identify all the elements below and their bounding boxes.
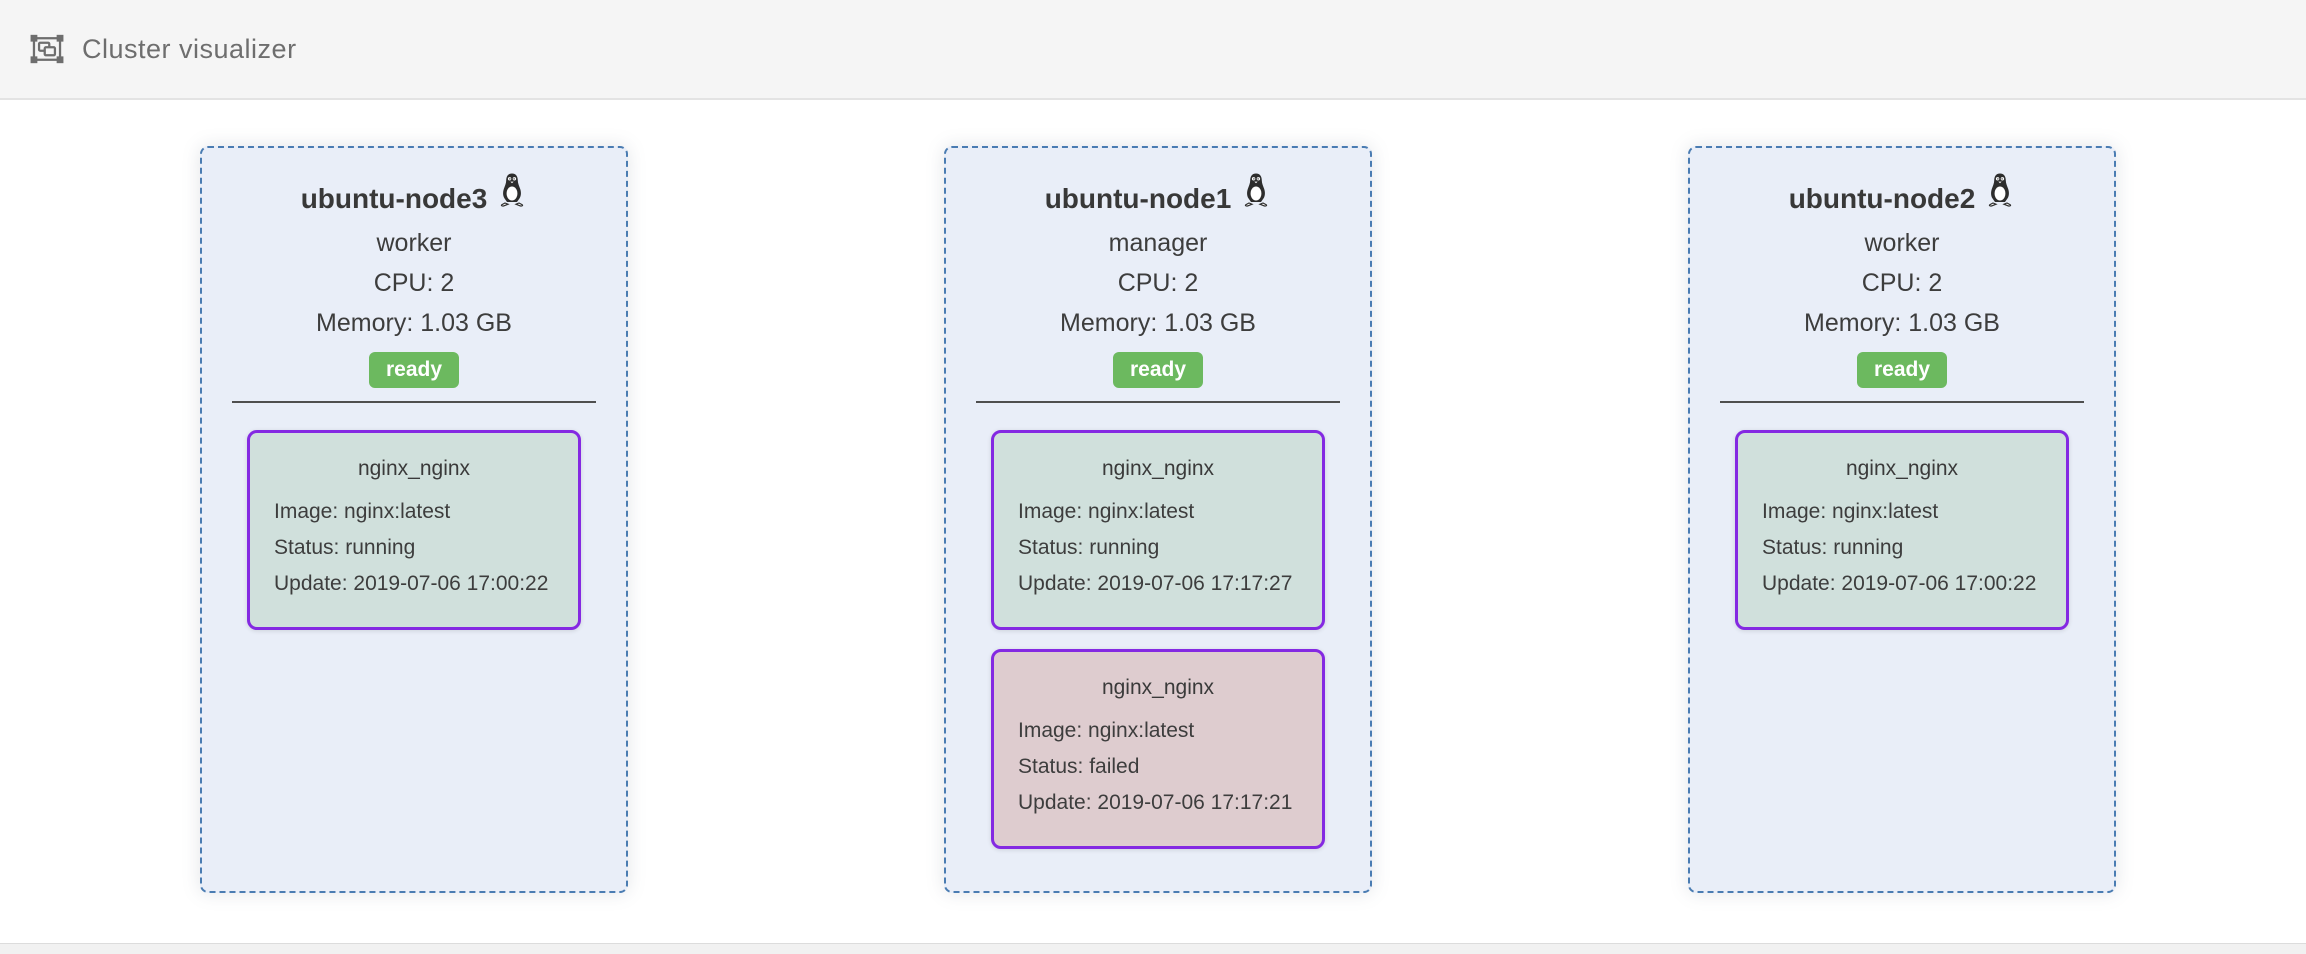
- node-memory-label: Memory: 1.03 GB: [316, 309, 512, 337]
- node-role-label: worker: [1864, 229, 1940, 257]
- node-status-badge: ready: [1856, 352, 1948, 388]
- node-status-badge: ready: [368, 352, 460, 388]
- footer-bar: [0, 943, 2306, 954]
- node-name: ubuntu-node3: [202, 173, 626, 223]
- node-divider: [232, 401, 596, 403]
- node-name: ubuntu-node2: [1690, 173, 2114, 223]
- node-card-ubuntu-node1: ubuntu-node1 manager CPU: 2 Memory: 1.03…: [944, 146, 1372, 893]
- container-list: nginx_nginx Image: nginx:latest Status: …: [1690, 430, 2114, 630]
- container-list: nginx_nginx Image: nginx:latest Status: …: [946, 430, 1370, 849]
- container-update-label: Update: 2019-07-06 17:00:22: [274, 572, 549, 595]
- node-cpu-label: CPU: 2: [1861, 269, 1943, 297]
- container-card: nginx_nginx Image: nginx:latest Status: …: [991, 649, 1325, 849]
- container-status-label: Status: failed: [1018, 755, 1140, 778]
- node-status-badge: ready: [1112, 352, 1204, 388]
- container-status-label: Status: running: [1762, 536, 1904, 559]
- container-image-label: Image: nginx:latest: [1018, 719, 1195, 742]
- container-status-label: Status: running: [1018, 536, 1160, 559]
- container-name: nginx_nginx: [1101, 676, 1215, 699]
- node-card-ubuntu-node2: ubuntu-node2 worker CPU: 2 Memory: 1.03 …: [1688, 146, 2116, 893]
- container-status-label: Status: running: [274, 536, 416, 559]
- container-image-label: Image: nginx:latest: [274, 500, 451, 523]
- cluster-node-area: ubuntu-node3 worker CPU: 2 Memory: 1.03 …: [0, 100, 2306, 893]
- tux-penguin-icon: [1241, 173, 1271, 223]
- container-list: nginx_nginx Image: nginx:latest Status: …: [202, 430, 626, 630]
- tux-penguin-icon: [497, 173, 527, 223]
- container-card: nginx_nginx Image: nginx:latest Status: …: [1735, 430, 2069, 630]
- container-name: nginx_nginx: [1845, 457, 1959, 480]
- node-memory-label: Memory: 1.03 GB: [1060, 309, 1256, 337]
- container-image-label: Image: nginx:latest: [1018, 500, 1195, 523]
- tux-penguin-icon: [1985, 173, 2015, 223]
- node-card-ubuntu-node3: ubuntu-node3 worker CPU: 2 Memory: 1.03 …: [200, 146, 628, 893]
- node-role-label: worker: [376, 229, 452, 257]
- app-title: Cluster visualizer: [82, 33, 297, 64]
- node-memory-label: Memory: 1.03 GB: [1804, 309, 2000, 337]
- node-cpu-label: CPU: 2: [373, 269, 455, 297]
- container-name: nginx_nginx: [357, 457, 471, 480]
- container-update-label: Update: 2019-07-06 17:17:27: [1018, 572, 1293, 595]
- object-group-icon: [30, 34, 64, 64]
- header-bar: Cluster visualizer: [0, 0, 2306, 100]
- container-name: nginx_nginx: [1101, 457, 1215, 480]
- node-role-label: manager: [1108, 229, 1208, 257]
- node-cpu-label: CPU: 2: [1117, 269, 1199, 297]
- container-card: nginx_nginx Image: nginx:latest Status: …: [991, 430, 1325, 630]
- node-divider: [976, 401, 1340, 403]
- container-image-label: Image: nginx:latest: [1762, 500, 1939, 523]
- node-name: ubuntu-node1: [946, 173, 1370, 223]
- container-update-label: Update: 2019-07-06 17:17:21: [1018, 791, 1293, 814]
- container-update-label: Update: 2019-07-06 17:00:22: [1762, 572, 2037, 595]
- node-divider: [1720, 401, 2084, 403]
- container-card: nginx_nginx Image: nginx:latest Status: …: [247, 430, 581, 630]
